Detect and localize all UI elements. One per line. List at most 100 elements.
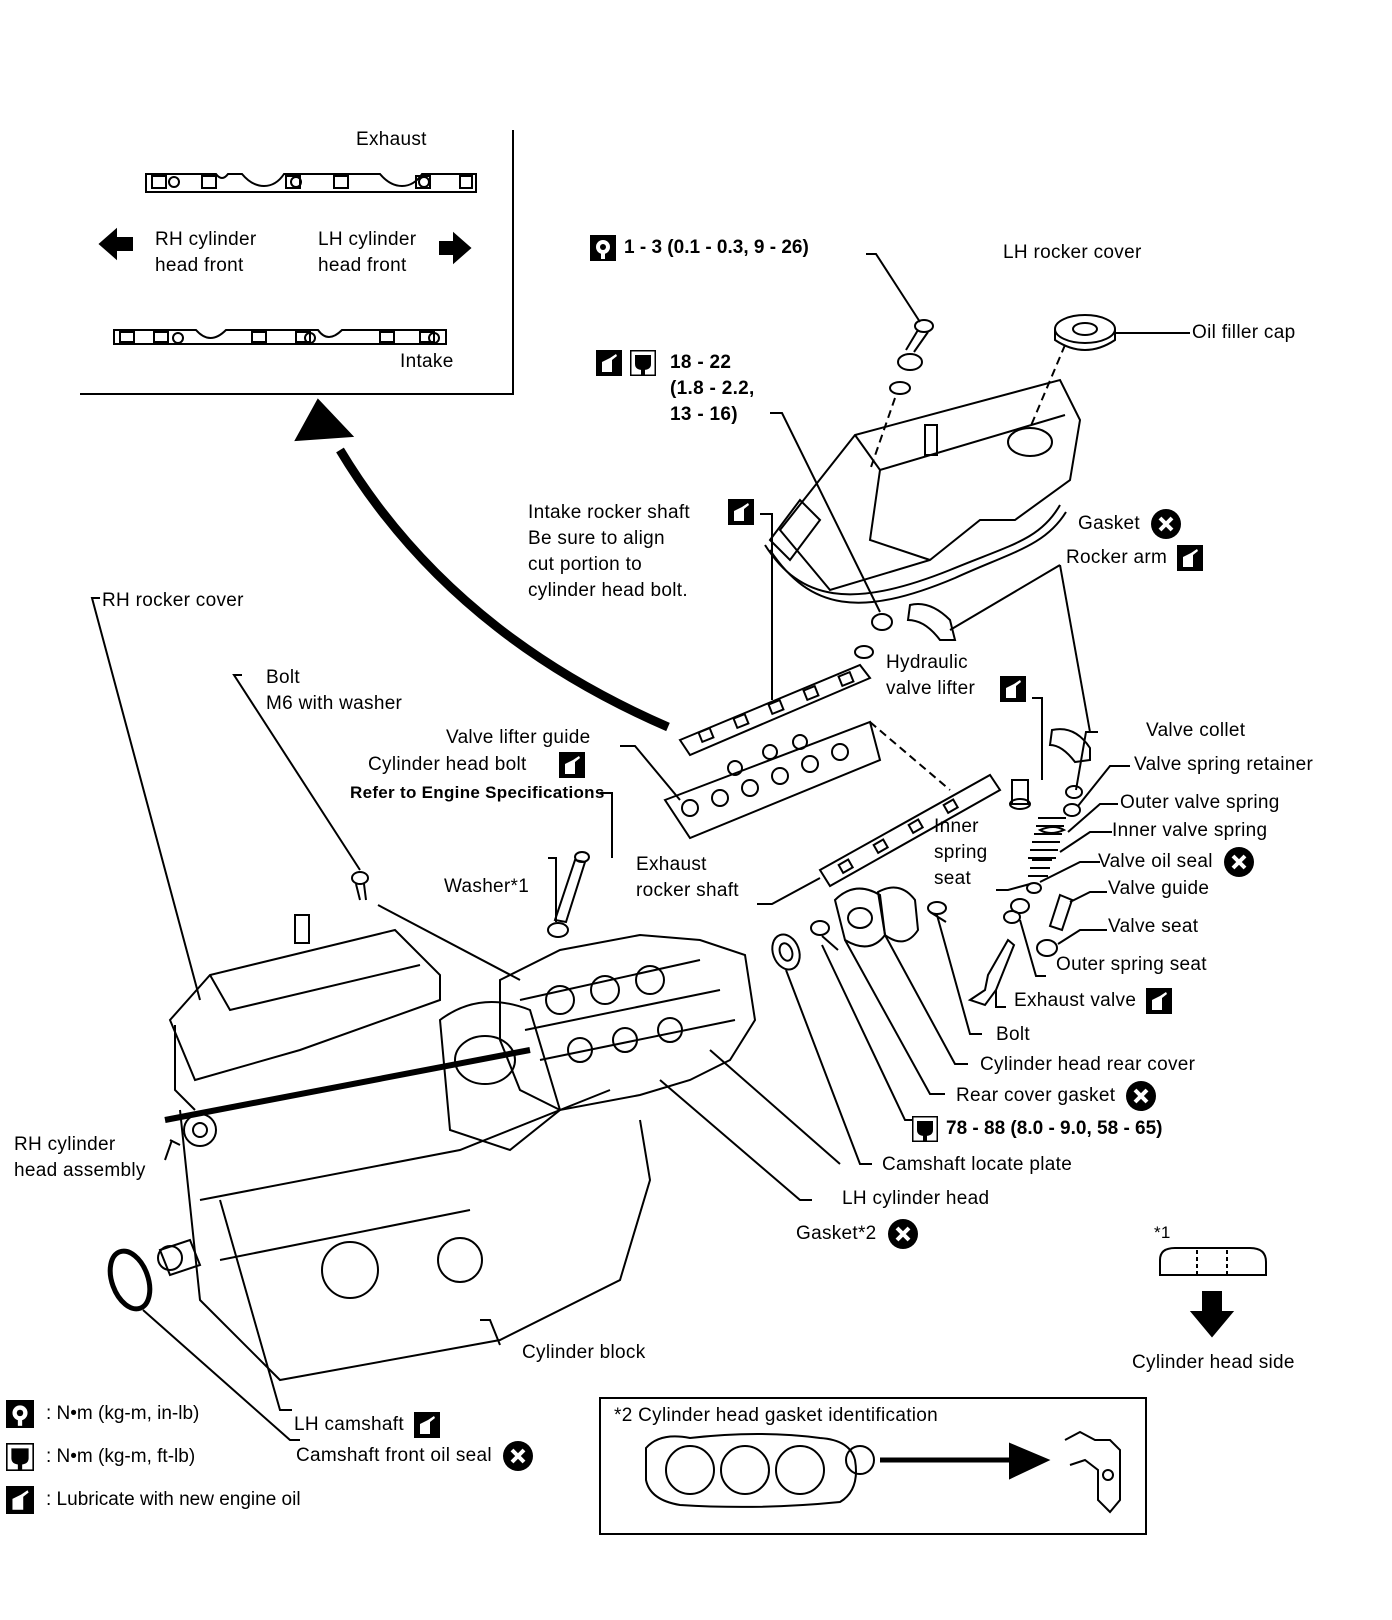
cylinder-head-bolt-label: Cylinder head bolt bbox=[368, 754, 527, 775]
oil-filler-cap-drawing bbox=[1029, 314, 1190, 429]
rocker-arm-drawing bbox=[906, 564, 1091, 764]
torque-icon bbox=[912, 1116, 938, 1142]
legend-row-oil: : Lubricate with new engine oil bbox=[6, 1486, 301, 1514]
rh-rocker-cover-label: RH rocker cover bbox=[102, 590, 244, 611]
legend-text: : Lubricate with new engine oil bbox=[46, 1489, 301, 1510]
shaft-bolt-torque: 18 - 22 (1.8 - 2.2, 13 - 16) bbox=[670, 352, 755, 425]
left-arrow-icon bbox=[98, 227, 133, 261]
oil-filler-cap-label: Oil filler cap bbox=[1192, 322, 1296, 343]
lh-camshaft-label: LH camshaft bbox=[294, 1414, 404, 1435]
gasket-id-box-drawing bbox=[599, 1397, 1147, 1535]
right-arrow-icon bbox=[439, 231, 472, 265]
valve-guide-label: Valve guide bbox=[1108, 878, 1210, 899]
intake-label: Intake bbox=[400, 351, 454, 372]
engine-block-drawing bbox=[90, 597, 652, 1382]
rocker-arm-label: Rocker arm bbox=[1066, 547, 1168, 568]
oil-can-icon bbox=[559, 752, 585, 778]
washer-section-drawing bbox=[1159, 1247, 1267, 1338]
lh-rocker-cover-drawing bbox=[764, 378, 1082, 604]
note1-mark: *1 bbox=[1154, 1223, 1171, 1242]
valve-seat-label: Valve seat bbox=[1108, 916, 1199, 937]
oil-can-icon bbox=[1177, 545, 1204, 571]
oil-can-icon bbox=[596, 350, 622, 376]
lh-rocker-cover-label: LH rocker cover bbox=[1003, 242, 1142, 263]
legend-row-torque: : N•m (kg-m, ft-lb) bbox=[6, 1443, 195, 1471]
cylinder-block-label: Cylinder block bbox=[522, 1342, 646, 1363]
lh-cylinder-head-label: LH cylinder head bbox=[842, 1188, 990, 1209]
gasket2-label: Gasket*2 bbox=[796, 1223, 877, 1244]
torque-small-icon bbox=[590, 235, 616, 261]
torque-small-icon bbox=[6, 1400, 34, 1428]
bolt-m6-label: Bolt M6 with washer bbox=[266, 667, 403, 714]
refer-prefix: Refer to bbox=[350, 783, 417, 802]
rocker-shaft-bolt-drawing bbox=[770, 412, 893, 659]
down-arrow-icon bbox=[1189, 1291, 1235, 1338]
intake-rocker-shaft-drawing bbox=[678, 513, 872, 757]
note1-caption: Cylinder head side bbox=[1132, 1352, 1295, 1373]
bolt-label: Bolt bbox=[996, 1024, 1030, 1045]
oil-can-icon bbox=[1146, 988, 1173, 1014]
refer-rest: Engine Specifications bbox=[421, 783, 605, 802]
intake-rocker-shaft-label: Intake rocker shaft Be sure to align cut… bbox=[528, 502, 690, 601]
replace-icon bbox=[887, 1219, 918, 1249]
hydraulic-valve-lifter-drawing bbox=[1009, 697, 1043, 810]
torque-callout-shaft bbox=[596, 350, 656, 376]
gasket2-callout: Gasket*2 bbox=[796, 1218, 919, 1250]
valve-lifter-guide-label: Valve lifter guide bbox=[446, 727, 591, 748]
legend-text: : N•m (kg-m, in-lb) bbox=[46, 1403, 200, 1424]
gasket-label: Gasket bbox=[1078, 513, 1140, 534]
rear-cover-gasket-callout: Rear cover gasket bbox=[956, 1080, 1157, 1112]
oil-can-icon bbox=[1000, 676, 1026, 702]
intake-gasket-strip bbox=[113, 329, 447, 345]
camshaft-oil-seal-callout: Camshaft front oil seal bbox=[296, 1440, 534, 1472]
replace-icon bbox=[1126, 1081, 1157, 1111]
legend-row-torque-small: : N•m (kg-m, in-lb) bbox=[6, 1400, 199, 1428]
legend-text: : N•m (kg-m, ft-lb) bbox=[46, 1446, 196, 1467]
outer-spring-seat-label: Outer spring seat bbox=[1056, 954, 1207, 975]
valve-oil-seal-label: Valve oil seal bbox=[1098, 851, 1213, 872]
inner-spring-seat-label: Inner spring seat bbox=[934, 816, 988, 889]
exhaust-rocker-shaft-drawing bbox=[757, 773, 1002, 905]
lh-cylinder-head-drawing bbox=[499, 792, 841, 1201]
camshaft-locate-plate-label: Camshaft locate plate bbox=[882, 1154, 1073, 1175]
replace-icon bbox=[1223, 847, 1254, 877]
hydraulic-valve-lifter-label: Hydraulic valve lifter bbox=[886, 652, 976, 699]
inset-frame bbox=[80, 130, 514, 395]
rear-cover-gasket-label: Rear cover gasket bbox=[956, 1085, 1116, 1106]
cylinder-head-rear-cover-label: Cylinder head rear cover bbox=[980, 1054, 1196, 1075]
valve-lifter-guide-drawing bbox=[620, 720, 951, 840]
exhaust-gasket-strip bbox=[145, 173, 477, 193]
id-arrow-icon bbox=[1009, 1442, 1051, 1480]
lh-camshaft-callout: LH camshaft bbox=[294, 1412, 440, 1438]
curved-arrow-icon bbox=[294, 398, 670, 732]
replace-icon bbox=[1151, 509, 1181, 539]
valve-oil-seal-callout: Valve oil seal bbox=[1098, 846, 1255, 878]
torque-callout-rear: 78 - 88 (8.0 - 9.0, 58 - 65) bbox=[912, 1116, 1163, 1142]
inner-valve-spring-label: Inner valve spring bbox=[1112, 820, 1268, 841]
oil-can-icon bbox=[413, 1412, 440, 1438]
replace-icon bbox=[502, 1441, 533, 1471]
exhaust-rocker-shaft-label: Exhaust rocker shaft bbox=[636, 854, 739, 901]
washer-label: Washer*1 bbox=[444, 876, 530, 897]
rh-cylinder-head-assembly-label: RH cylinder head assembly bbox=[14, 1134, 146, 1181]
rocker-arm-callout: Rocker arm bbox=[1066, 545, 1204, 571]
valve-spring-retainer-label: Valve spring retainer bbox=[1134, 754, 1314, 775]
rh-front-label: RH cylinder head front bbox=[155, 229, 257, 276]
exhaust-valve-label: Exhaust valve bbox=[1014, 990, 1137, 1011]
oil-can-icon bbox=[6, 1486, 34, 1514]
lower-leaders bbox=[142, 1199, 501, 1441]
outer-valve-spring-label: Outer valve spring bbox=[1120, 792, 1280, 813]
valve-collet-label: Valve collet bbox=[1146, 720, 1246, 741]
gasket-callout: Gasket bbox=[1078, 508, 1182, 540]
torque-callout-cover: 1 - 3 (0.1 - 0.3, 9 - 26) bbox=[590, 235, 809, 261]
rear-bolt-torque: 78 - 88 (8.0 - 9.0, 58 - 65) bbox=[946, 1118, 1163, 1139]
cover-bolt-torque: 1 - 3 (0.1 - 0.3, 9 - 26) bbox=[624, 237, 809, 258]
refer-specs-label: Refer to Engine Specifications bbox=[350, 780, 605, 806]
torque-icon bbox=[6, 1443, 34, 1471]
camshaft-front-oil-seal-label: Camshaft front oil seal bbox=[296, 1445, 492, 1466]
oil-can-icon bbox=[728, 499, 754, 525]
exhaust-valve-callout: Exhaust valve bbox=[1014, 988, 1173, 1014]
cover-bolt-drawing bbox=[866, 253, 934, 471]
note2-title: *2 Cylinder head gasket identification bbox=[614, 1405, 939, 1426]
